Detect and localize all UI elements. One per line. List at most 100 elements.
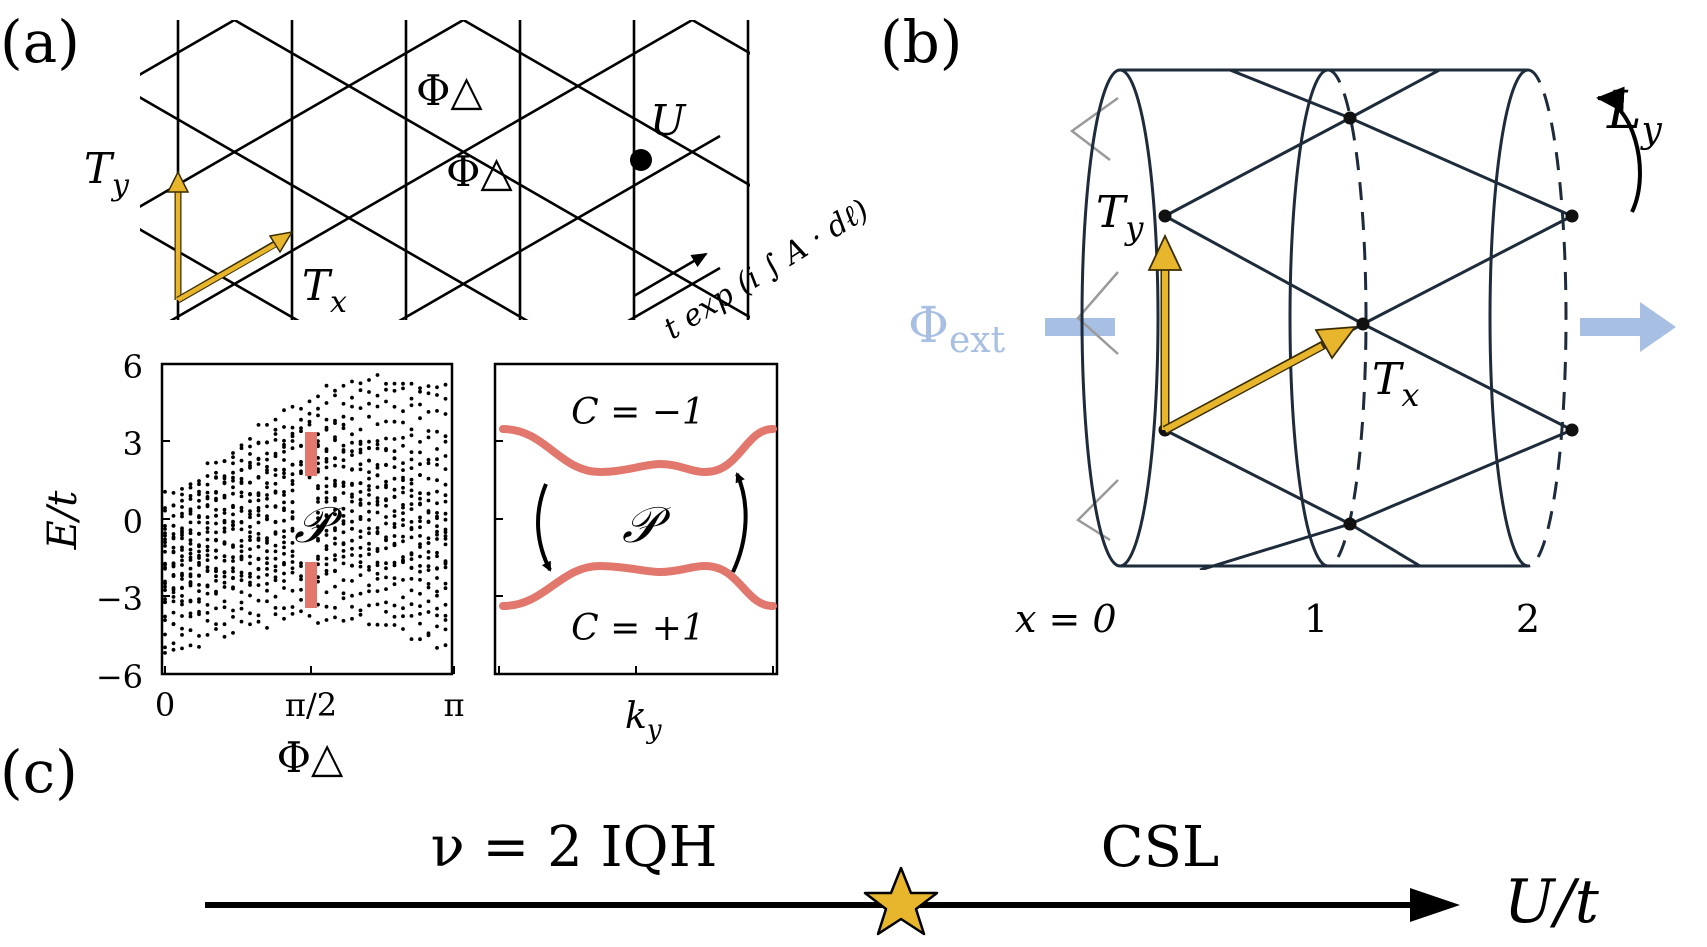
- spectrum-dot: [282, 606, 286, 611]
- spectrum-dot: [358, 427, 363, 432]
- spectrum-dot: [375, 560, 380, 565]
- spectrum-dot: [256, 475, 261, 479]
- spectrum-dot: [409, 566, 414, 570]
- spectrum-dot: [205, 503, 210, 507]
- spectrum-dot: [180, 563, 184, 567]
- spectrum-dot: [273, 451, 278, 456]
- spectrum-dot: [299, 574, 303, 579]
- spectrum-dot: [273, 520, 278, 525]
- spectrum-dot: [401, 490, 405, 495]
- flux-arrow-tail: [1045, 318, 1115, 336]
- spectrum-dot: [426, 556, 431, 560]
- ytick-0: 0: [123, 503, 143, 541]
- spectrum-dot: [409, 602, 414, 607]
- spectrum-dot: [333, 605, 337, 610]
- spectrum-dot: [367, 622, 371, 627]
- spectrum-dot: [443, 530, 448, 535]
- spectrum-dot: [214, 498, 218, 503]
- spectrum-dot: [273, 564, 278, 569]
- spectrum-dot: [163, 524, 167, 528]
- spectrum-dot: [426, 461, 431, 466]
- spectrum-dot: [205, 490, 210, 495]
- spectrum-dot: [443, 627, 448, 632]
- spectrum-dot: [426, 585, 431, 590]
- spectrum-dot: [282, 425, 286, 429]
- spectrum-dot: [239, 520, 244, 524]
- spectrum-dot: [316, 516, 320, 521]
- spectrum-dot: [443, 643, 448, 648]
- spectrum-dot: [409, 488, 414, 493]
- loop-label: Ly: [1606, 81, 1663, 151]
- spectrum-dot: [418, 621, 422, 626]
- spectrum-dot: [435, 511, 439, 515]
- spectrum-dot: [443, 439, 448, 444]
- spectrum-dot: [299, 577, 303, 582]
- spectrum-dot: [401, 461, 405, 465]
- spectrum-dot: [418, 440, 422, 444]
- spectrum-dot: [358, 529, 363, 534]
- spectrum-dot: [401, 595, 405, 600]
- spectrum-dot: [180, 526, 184, 531]
- spectrum-dot: [341, 414, 346, 419]
- spectrum-dot: [375, 404, 380, 409]
- upper-band-curve: [499, 425, 777, 477]
- spectrum-dot: [256, 456, 261, 461]
- spectrum-dot: [333, 435, 337, 439]
- spectrum-dot: [265, 440, 269, 445]
- spectrum-dot: [418, 604, 422, 608]
- spectrum-dot: [409, 507, 414, 511]
- spectrum-dot: [163, 618, 167, 622]
- spectrum-dot: [324, 476, 329, 481]
- spectrum-dot: [426, 631, 431, 636]
- spectrum-dot: [163, 540, 167, 545]
- spectrum-dot: [384, 600, 388, 605]
- spectrum-dot: [435, 501, 439, 506]
- spectrum-dot: [214, 507, 218, 512]
- spectrum-dot: [265, 504, 269, 509]
- spectrum-dot: [435, 393, 439, 397]
- spectrum-dot: [324, 533, 329, 537]
- spectrum-dot: [197, 544, 201, 549]
- spectrum-dot: [180, 505, 184, 509]
- spectrum-dot: [248, 593, 252, 598]
- spectrum-dot: [248, 452, 252, 456]
- spectrum-dot: [401, 555, 405, 559]
- spectrum-dot: [256, 566, 261, 571]
- spectrum-dot: [239, 446, 244, 451]
- spectrum-dot: [222, 574, 227, 579]
- spectrum-dot: [256, 538, 261, 542]
- cylinder-diagram: Ly Ty Tx Φext x = 0 1 2: [908, 68, 1676, 641]
- phase-left-label: ν = 2 IQH: [431, 815, 718, 880]
- spectrum-dot: [180, 577, 184, 581]
- spectrum-dot: [171, 573, 176, 577]
- spectrum-dot: [205, 526, 210, 530]
- spectrum-dot: [307, 399, 312, 404]
- spectrum-dot: [273, 432, 278, 436]
- spectrum-dot: [324, 528, 329, 533]
- spectrum-dot: [282, 579, 286, 583]
- spectrum-dot: [163, 544, 167, 548]
- gap-marker-lower: [305, 562, 317, 608]
- spectrum-dot: [163, 565, 167, 570]
- spectrum-dot: [290, 404, 295, 409]
- spectrum-dot: [401, 386, 405, 391]
- spectrum-dot: [384, 546, 388, 551]
- spectrum-dot: [163, 588, 167, 592]
- spectrum-dot: [367, 565, 371, 569]
- spectrum-dot: [401, 534, 405, 539]
- spectrum-dot: [205, 520, 210, 525]
- spectrum-dot: [171, 491, 176, 495]
- spectrum-dot: [333, 568, 337, 573]
- spectrum-dot: [350, 519, 354, 524]
- spectrum-dot: [324, 401, 329, 405]
- spectrum-dot: [324, 544, 329, 548]
- spectrum-dot: [350, 509, 354, 513]
- spectrum-dot: [358, 515, 363, 519]
- spectrum-dot: [180, 558, 184, 563]
- spectrum-dot: [180, 571, 184, 576]
- spectrum-dot: [435, 457, 439, 462]
- spectrum-dot: [248, 499, 252, 504]
- spectrum-dot: [392, 560, 397, 565]
- spectrum-dot: [435, 447, 439, 451]
